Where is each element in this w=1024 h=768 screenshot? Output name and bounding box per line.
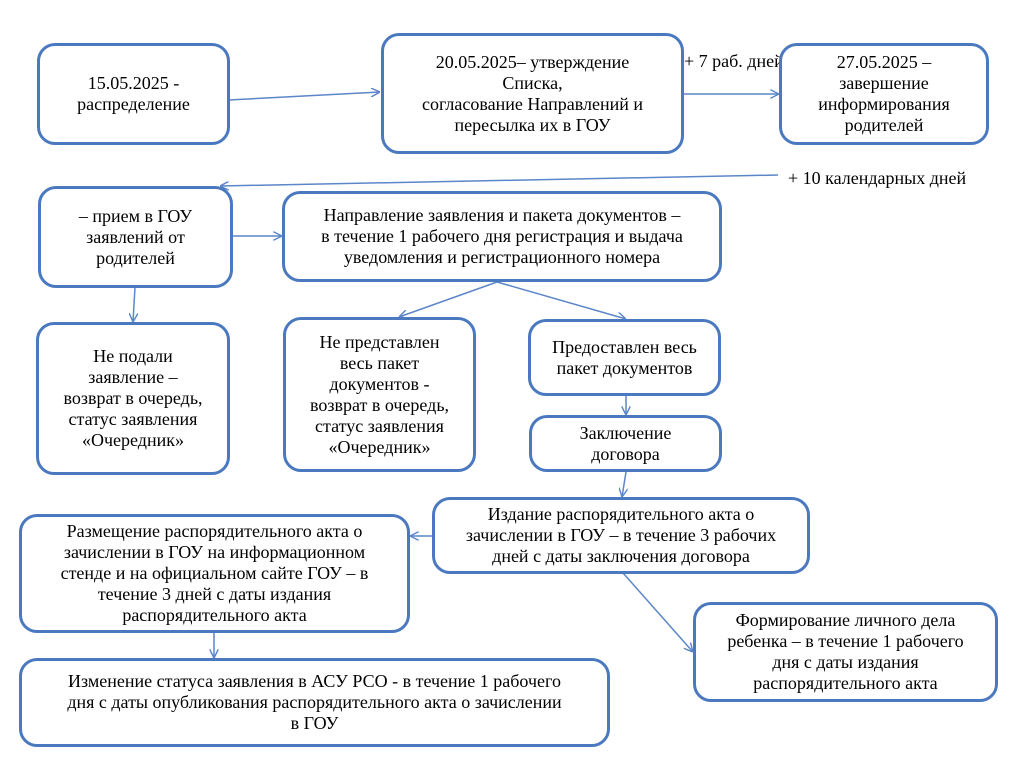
arrow-enrollment-act-to-personal-file (622, 572, 693, 652)
arrow-distribution-to-approval (228, 92, 380, 101)
node-incomplete: Не представлен весь пакет документов - в… (283, 317, 476, 472)
node-not-submitted: Не подали заявление – возврат в очередь,… (36, 322, 230, 475)
node-contract-text: Заключение договора (579, 422, 672, 464)
node-reception-text: – прием в ГОУ заявлений от родителей (78, 205, 193, 268)
node-contract: Заключение договора (529, 415, 722, 472)
node-incomplete-text: Не представлен весь пакет документов - в… (309, 331, 450, 457)
edge-label-7-work-days: + 7 раб. дней (684, 51, 784, 71)
edge-label-10-calendar-days: + 10 календарных дней (788, 168, 967, 188)
node-personal-file-text: Формирование личного дела ребенка – в те… (727, 610, 964, 693)
node-personal-file: Формирование личного дела ребенка – в те… (693, 602, 998, 702)
arrow-submission-to-complete (496, 281, 626, 319)
node-enrollment-act: Издание распорядительного акта о зачисле… (432, 497, 810, 574)
node-publication: Размещение распорядительного акта о зачи… (19, 514, 410, 633)
node-inform-text: 27.05.2025 – завершение информирования р… (818, 52, 950, 135)
node-submission: Направление заявления и пакета документо… (282, 191, 722, 282)
node-inform: 27.05.2025 – завершение информирования р… (779, 43, 989, 145)
arrow-inform-to-reception (220, 174, 779, 186)
node-status-change-text: Изменение статуса заявления в АСУ РСО - … (67, 671, 562, 733)
node-submission-text: Направление заявления и пакета документо… (321, 205, 683, 267)
arrow-submission-to-incomplete (399, 281, 498, 317)
node-status-change: Изменение статуса заявления в АСУ РСО - … (19, 658, 610, 747)
node-publication-text: Размещение распорядительного акта о зачи… (60, 521, 369, 625)
node-complete: Предоставлен весь пакет документов (528, 319, 721, 396)
arrow-reception-to-not-submitted (133, 286, 135, 322)
arrow-contract-to-enrollment-act (622, 471, 626, 497)
node-approval: 20.05.2025– утверждение Списка, согласов… (381, 33, 684, 154)
node-distribution: 15.05.2025 - распределение (37, 43, 230, 145)
node-enrollment-act-text: Издание распорядительного акта о зачисле… (465, 504, 777, 566)
node-distribution-text: 15.05.2025 - распределение (77, 73, 190, 114)
node-approval-text: 20.05.2025– утверждение Списка, согласов… (421, 51, 644, 135)
node-not-submitted-text: Не подали заявление – возврат в очередь,… (63, 346, 203, 450)
node-reception: – прием в ГОУ заявлений от родителей (38, 186, 233, 288)
node-complete-text: Предоставлен весь пакет документов (552, 336, 697, 378)
